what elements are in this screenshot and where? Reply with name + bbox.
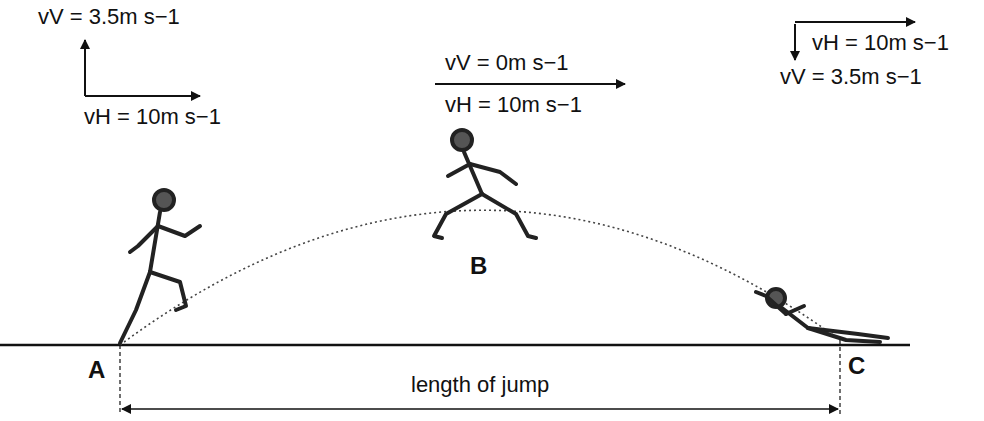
dashed-marker xyxy=(839,340,840,415)
point-label: B xyxy=(470,252,487,280)
velocity-label: vH = 10m s−1 xyxy=(812,30,949,55)
velocity-arrow xyxy=(85,95,200,97)
ground-line xyxy=(0,344,910,347)
athlete-figure xyxy=(434,130,536,238)
athlete-figure xyxy=(120,190,200,343)
velocity-label: vV = 3.5m s−1 xyxy=(780,64,922,89)
dashed-marker xyxy=(119,345,120,415)
velocity-arrow xyxy=(435,83,625,85)
velocity-label: vH = 10m s−1 xyxy=(445,92,582,117)
velocity-label: vH = 10m s−1 xyxy=(84,104,221,129)
dimension-label: length of jump xyxy=(411,372,549,397)
velocity-arrow xyxy=(795,21,915,23)
point-label: A xyxy=(88,356,105,384)
velocity-arrow xyxy=(794,24,796,60)
point-label: C xyxy=(848,352,865,380)
dimension-arrow xyxy=(122,408,838,410)
velocity-label: vV = 3.5m s−1 xyxy=(38,4,180,29)
velocity-arrow xyxy=(84,40,86,96)
athlete-figure xyxy=(756,289,888,342)
velocity-label: vV = 0m s−1 xyxy=(445,50,569,75)
trajectory-curve xyxy=(120,210,840,345)
